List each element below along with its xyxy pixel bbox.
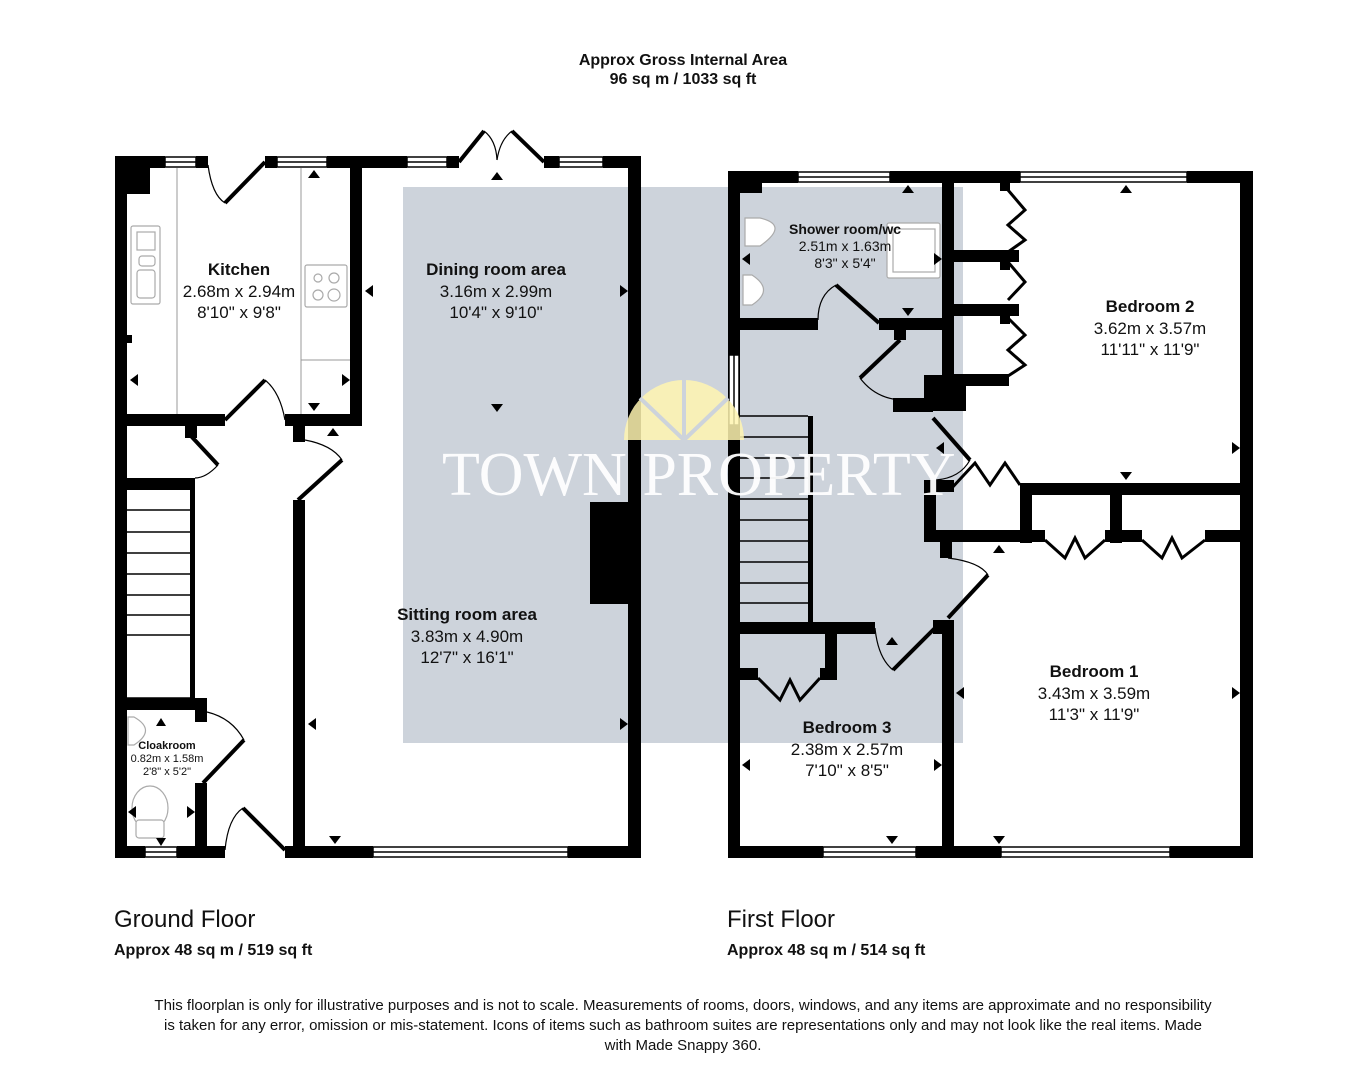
room-imperial: 7'10" x 8'5" <box>805 761 889 780</box>
first-floor-stairs <box>740 415 808 604</box>
room-metric: 3.83m x 4.90m <box>410 627 524 646</box>
room-kitchen: Kitchen 2.68m x 2.94m 8'10" x 9'8" <box>183 259 295 323</box>
kitchen-worktops <box>176 168 350 414</box>
disclaimer: This floorplan is only for illustrative … <box>154 997 1212 1054</box>
room-metric: 3.43m x 3.59m <box>1037 684 1151 703</box>
room-name: Bedroom 2 <box>1105 297 1195 316</box>
room-imperial: 2'8" x 5'2" <box>142 766 192 778</box>
room-bedroom-2: Bedroom 2 3.62m x 3.57m 11'11" x 11'9" <box>1094 296 1206 360</box>
watermark-overlay <box>403 187 963 743</box>
ground-floor-doors <box>189 129 546 852</box>
room-imperial: 8'10" x 9'8" <box>197 303 281 322</box>
first-floor-title: First Floor <box>727 906 835 933</box>
room-metric: 2.38m x 2.57m <box>790 740 904 759</box>
gia-title: Approx Gross Internal Area <box>578 52 788 69</box>
room-metric: 0.82m x 1.58m <box>130 753 204 765</box>
ground-floor-stairs <box>127 509 190 699</box>
measurement-markers <box>128 170 1240 846</box>
first-floor-plan <box>728 171 1253 858</box>
room-name: Sitting room area <box>397 605 537 624</box>
room-name: Kitchen <box>207 260 271 279</box>
room-metric: 3.16m x 2.99m <box>439 282 553 301</box>
room-name: Bedroom 3 <box>802 718 892 737</box>
room-imperial: 11'11" x 11'9" <box>1100 340 1200 359</box>
room-imperial: 10'4" x 9'10" <box>449 303 543 322</box>
hob-icon <box>304 264 348 308</box>
room-name: Shower room/wc <box>788 221 902 237</box>
room-bedroom-3: Bedroom 3 2.38m x 2.57m 7'10" x 8'5" <box>791 717 903 781</box>
room-metric: 3.62m x 3.57m <box>1093 319 1207 338</box>
room-name: Dining room area <box>426 260 566 279</box>
room-dining: Dining room area 3.16m x 2.99m 10'4" x 9… <box>426 259 566 323</box>
room-imperial: 8'3" x 5'4" <box>814 255 876 271</box>
room-cloakroom: Cloakroom 0.82m x 1.58m 2'8" x 5'2" <box>131 739 204 779</box>
room-imperial: 11'3" x 11'9" <box>1048 705 1140 724</box>
first-floor-doors <box>756 189 1206 703</box>
ground-floor-title: Ground Floor <box>114 906 256 933</box>
watermark-logo-text: TOWN PROPERTY <box>442 441 956 509</box>
room-name: Cloakroom <box>138 740 196 752</box>
ground-floor-plan <box>115 156 641 858</box>
first-floor-area: Approx 48 sq m / 514 sq ft <box>727 942 926 959</box>
room-metric: 2.68m x 2.94m <box>182 282 296 301</box>
room-bedroom-1: Bedroom 1 3.43m x 3.59m 11'3" x 11'9" <box>1038 661 1150 725</box>
room-shower: Shower room/wc 2.51m x 1.63m 8'3" x 5'4" <box>789 220 901 272</box>
ground-floor-windows <box>144 156 604 858</box>
room-name: Bedroom 1 <box>1049 662 1139 681</box>
room-imperial: 12'7" x 16'1" <box>420 648 514 667</box>
cloakroom-fixtures <box>127 716 169 839</box>
gia-area: 96 sq m / 1033 sq ft <box>609 71 757 88</box>
room-sitting: Sitting room area 3.83m x 4.90m 12'7" x … <box>397 604 537 668</box>
gross-internal-area: Approx Gross Internal Area 96 sq m / 103… <box>0 51 1366 89</box>
ground-floor-area: Approx 48 sq m / 519 sq ft <box>114 942 313 959</box>
watermark-sun-rays <box>638 378 730 442</box>
shower-room-fixtures <box>742 217 941 306</box>
first-floor-windows <box>728 171 1188 858</box>
room-metric: 2.51m x 1.63m <box>798 238 892 254</box>
sink-icon <box>130 225 161 305</box>
